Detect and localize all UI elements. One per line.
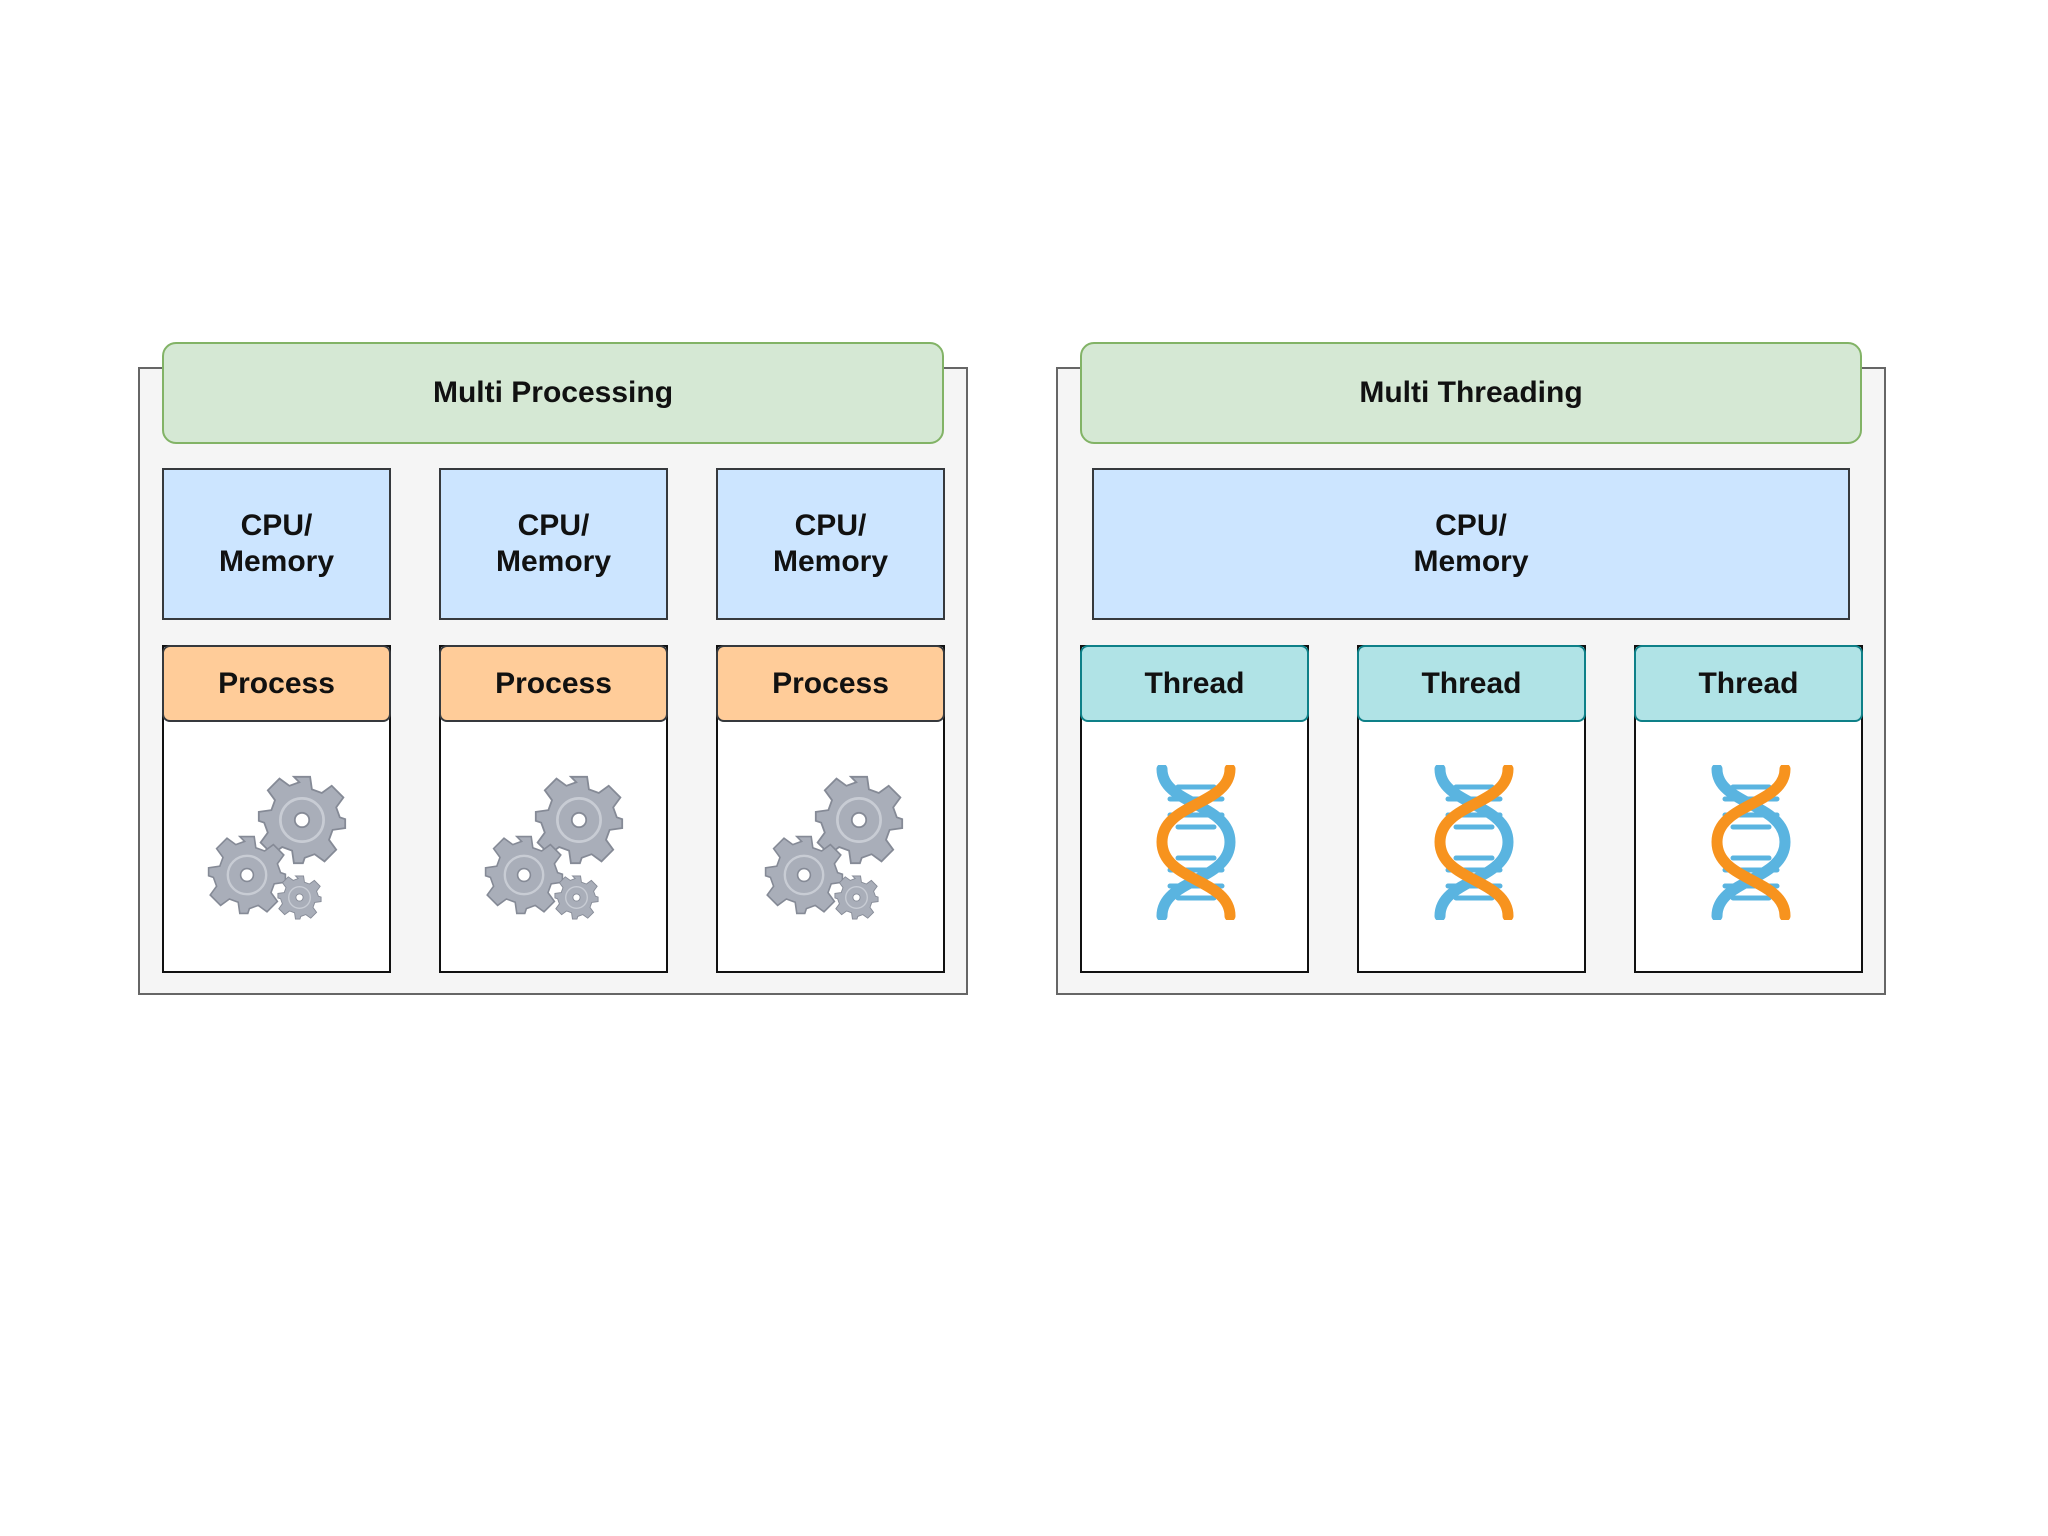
- thread-header: Thread: [1357, 645, 1586, 722]
- cpu-memory-box: CPU/ Memory: [1092, 468, 1850, 620]
- dna-icon: [1434, 765, 1514, 920]
- process-header: Process: [716, 645, 945, 722]
- gears-icon: [762, 765, 907, 935]
- multi-processing-title: Multi Processing: [162, 342, 944, 444]
- dna-icon: [1156, 765, 1236, 920]
- process-header: Process: [162, 645, 391, 722]
- cpu-memory-box: CPU/ Memory: [439, 468, 668, 620]
- thread-header: Thread: [1634, 645, 1863, 722]
- multi-threading-title: Multi Threading: [1080, 342, 1862, 444]
- cpu-memory-box: CPU/ Memory: [162, 468, 391, 620]
- gears-icon: [482, 765, 627, 935]
- cpu-memory-box: CPU/ Memory: [716, 468, 945, 620]
- process-header: Process: [439, 645, 668, 722]
- gears-icon: [205, 765, 350, 935]
- thread-header: Thread: [1080, 645, 1309, 722]
- dna-icon: [1711, 765, 1791, 920]
